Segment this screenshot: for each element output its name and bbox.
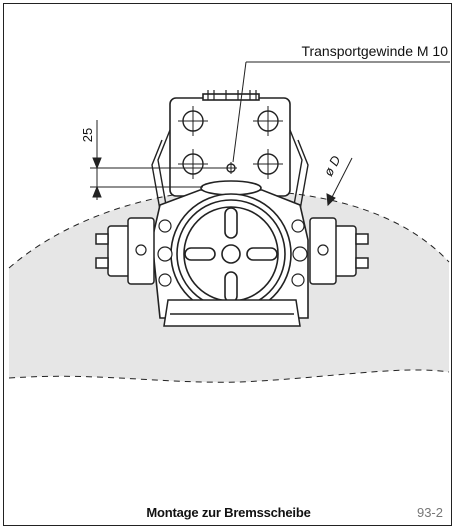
figure-number: 93-2: [416, 505, 443, 520]
dimension-label: 25: [80, 128, 95, 142]
bracket-tick-marks: [207, 90, 257, 100]
left-housing-bolts: [135, 244, 173, 262]
brake-disc-outline-top: [8, 189, 450, 269]
caliper-bolts-small: [158, 219, 305, 287]
right-housing-bolts: [292, 244, 329, 262]
thread-label: Transportgewinde M 10: [301, 43, 448, 59]
thread-leader-line: [232, 61, 450, 163]
drawing-frame: [3, 3, 452, 526]
caliper-base: [163, 299, 301, 327]
figure-caption: Montage zur Bremsscheibe: [146, 505, 311, 520]
diameter-leader: [326, 157, 353, 207]
piston-slots: [184, 207, 278, 303]
piston-center: [221, 244, 241, 264]
brake-disc-outline-bottom: [8, 369, 450, 383]
bolt-crosshairs: [178, 106, 283, 179]
dimension-25: [90, 120, 226, 200]
bracket-side-arms: [151, 129, 309, 211]
diameter-label: ø D: [320, 153, 343, 179]
